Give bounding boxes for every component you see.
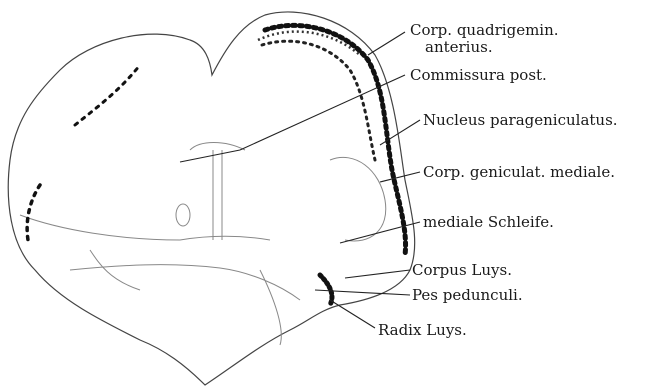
lower-left-arc [90, 250, 140, 290]
stained-band-inner [262, 41, 375, 160]
leader-corpus-luys [345, 270, 410, 278]
inner-contour-mid [190, 143, 245, 151]
leader-radix-luys [330, 300, 375, 328]
midline [213, 150, 222, 240]
stained-band-top [258, 32, 360, 55]
label-pes-pedunculi: Pes pedunculi. [412, 286, 523, 304]
leader-corp-quadrigemin [368, 32, 405, 55]
left-top-dots [75, 65, 140, 125]
small-oval [176, 204, 190, 226]
label-corp-geniculat-mediale: Corp. geniculat. mediale. [423, 163, 615, 181]
label-anterius: anterius. [425, 38, 493, 56]
leader-commissura-post-end [180, 150, 240, 162]
section-outline [8, 12, 414, 385]
label-nucleus-parageniculatus: Nucleus parageniculatus. [423, 111, 618, 129]
leader-corp-geniculat [380, 172, 420, 182]
leader-commissura-post [240, 75, 405, 150]
inner-contour-right [330, 157, 386, 241]
label-mediale-schleife: mediale Schleife. [423, 213, 554, 231]
label-corp-quadrigemin: Corp. quadrigemin. [410, 21, 559, 39]
label-corpus-luys: Corpus Luys. [412, 261, 512, 279]
left-dots [27, 185, 40, 240]
label-commissura-post: Commissura post. [410, 66, 547, 84]
label-radix-luys: Radix Luys. [378, 321, 467, 339]
leader-mediale-schleife [340, 222, 420, 243]
lower-arc [260, 270, 281, 345]
inner-contour-left [20, 215, 270, 240]
